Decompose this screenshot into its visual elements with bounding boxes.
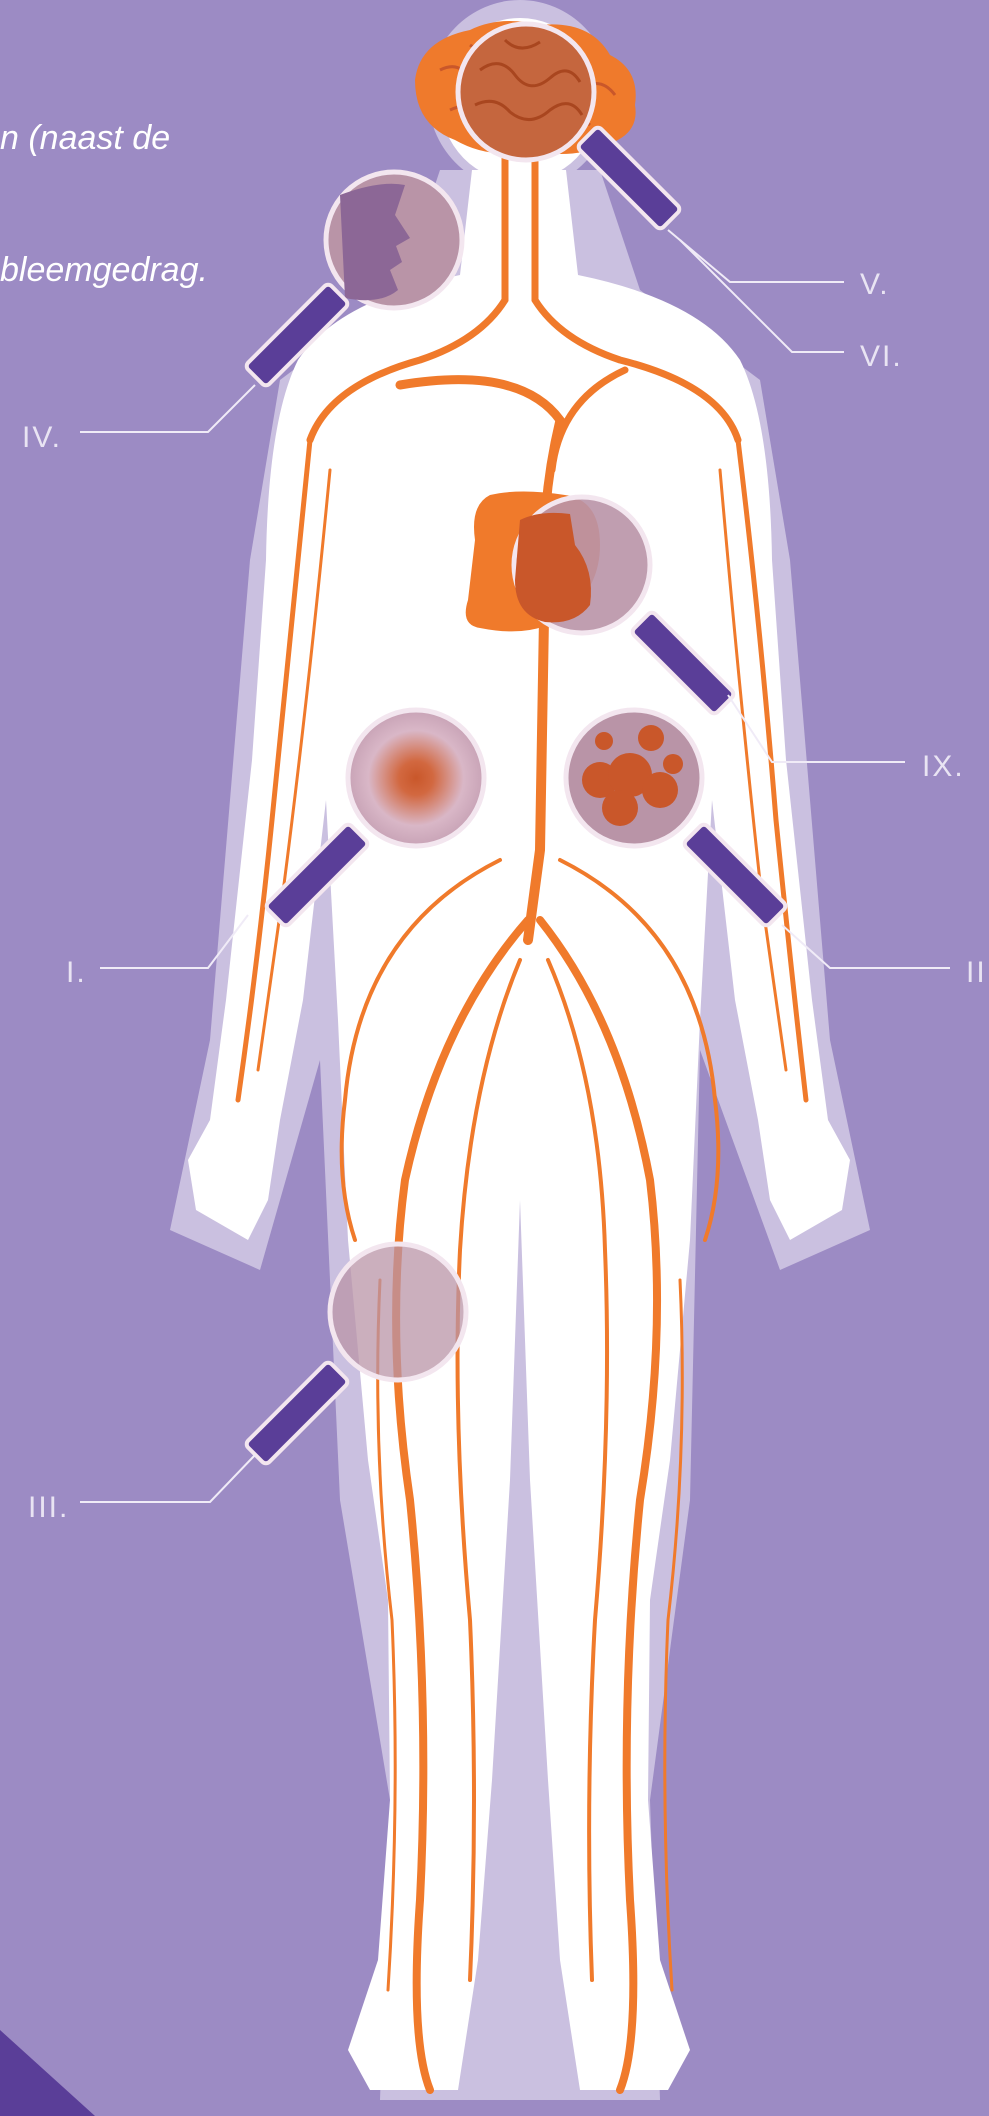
label-IX: IX. — [922, 750, 965, 783]
label-IV: IV. — [22, 421, 62, 454]
label-III: III. — [28, 1491, 69, 1524]
corner-accent — [0, 2030, 95, 2116]
intro-line-2: bleemgedrag. — [0, 248, 208, 292]
label-I: I. — [66, 956, 87, 989]
intro-text: n (naast de bleemgedrag. — [0, 28, 208, 336]
label-V: V. — [860, 268, 890, 301]
label-VI: VI. — [860, 340, 903, 373]
label-II: II. — [966, 956, 989, 989]
intro-line-1: n (naast de — [0, 116, 208, 160]
